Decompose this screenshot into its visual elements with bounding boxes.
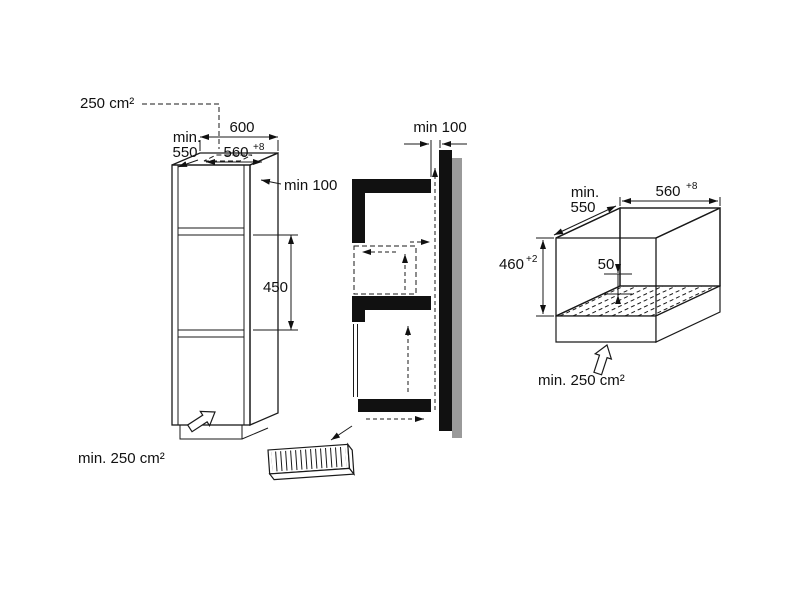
- cabinet-front-mid-section: [352, 296, 365, 322]
- cabinet-bottom-panel-section: [358, 399, 431, 412]
- wall-section-view: min 100: [267, 119, 467, 481]
- label-wall-gap: min 100: [413, 119, 466, 136]
- label-depth-min: min.: [571, 184, 599, 201]
- label-niche-width: 560: [223, 144, 248, 161]
- label-base-vent-area: min. 250 cm²: [538, 372, 625, 389]
- label-niche-width-tolerance: +8: [253, 142, 265, 153]
- dimension-line-depth: [553, 205, 617, 236]
- cabinet-plinth-side: [241, 427, 269, 440]
- compact-niche-view: 460 +2 min. 550 560 +8 50 min. 250 cm²: [499, 181, 721, 389]
- label-bottom-gap: 50: [598, 256, 615, 273]
- label-base-vent-area: min. 250 cm²: [78, 450, 165, 467]
- label-depth-min: min.: [173, 129, 201, 146]
- airflow-arrow-icon: [186, 410, 216, 433]
- cabinet-top-panel-section: [352, 179, 431, 193]
- wall-section: [439, 150, 452, 431]
- grille-pointer-arrow: [330, 425, 353, 441]
- label-cabinet-width: 600: [229, 119, 254, 136]
- niche-back-wall: [619, 207, 721, 287]
- wall-shadow: [452, 158, 462, 438]
- label-depth-value: 550: [570, 199, 595, 216]
- tall-cabinet-view: 250 cm² min. 550 600 560 +8 min 100 450 …: [78, 95, 337, 467]
- label-depth-value: 550: [172, 144, 197, 161]
- front-rail-side: [655, 285, 721, 343]
- leader-depth: [177, 159, 199, 168]
- label-niche-width: 560: [655, 183, 680, 200]
- grille-side-edge: [347, 442, 355, 477]
- cabinet-front-face: [171, 164, 251, 426]
- label-rear-clearance: min 100: [284, 177, 337, 194]
- label-top-vent-area: 250 cm²: [80, 95, 134, 112]
- leader-rear-clearance: [260, 178, 282, 185]
- grille-slats: [271, 446, 347, 472]
- vent-grille-icon: [267, 442, 356, 481]
- label-niche-width-tolerance: +8: [686, 181, 698, 192]
- label-niche-height: 460: [499, 256, 524, 273]
- oven-outline-dashed: [353, 245, 417, 295]
- niche-bottom-panel-section: [352, 296, 431, 310]
- cabinet-front-upper-section: [352, 179, 365, 243]
- airflow-arrow-icon: [593, 344, 613, 376]
- cabinet-plinth: [179, 425, 243, 440]
- floor-vent-hatching: [559, 285, 716, 317]
- front-rail: [555, 315, 657, 343]
- label-niche-height-tolerance: +2: [526, 254, 538, 265]
- label-niche-height: 450: [263, 279, 288, 296]
